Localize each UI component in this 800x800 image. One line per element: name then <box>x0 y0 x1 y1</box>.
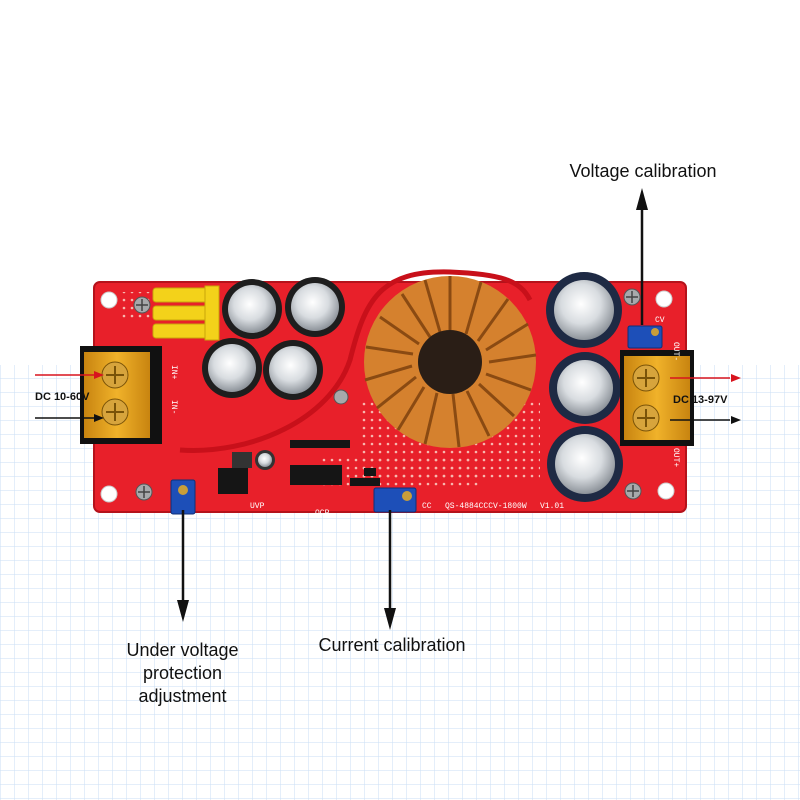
control-circuit <box>218 440 380 494</box>
silk-out-plus: OUT+ <box>671 448 680 467</box>
voltage-calibration-label: Voltage calibration <box>569 161 717 181</box>
current-calibration-label: Current calibration <box>318 635 466 655</box>
fuses <box>152 285 220 341</box>
output-capacitors <box>546 272 623 502</box>
output-terminal <box>620 350 694 446</box>
toroid-inductor <box>364 276 537 448</box>
silk-version: V1.01 <box>540 502 564 511</box>
under-voltage-line3: adjustment <box>138 686 227 706</box>
under-voltage-line2: protection <box>142 663 223 683</box>
input-voltage-label: DC 10-60V <box>35 391 90 403</box>
input-terminal <box>80 346 162 444</box>
silk-cv: CV <box>655 316 665 325</box>
silk-ocp: OCP <box>315 509 330 518</box>
under-voltage-label: Under voltage protection adjustment <box>100 639 265 708</box>
silk-in-plus: IN+ <box>169 365 178 380</box>
silk-out-minus: OUT- <box>671 342 680 361</box>
silk-model: QS-4884CCCV-1800W <box>445 502 527 511</box>
silk-uvp: UVP <box>250 502 265 511</box>
silk-cc: CC <box>422 502 432 511</box>
red-wire <box>179 269 533 453</box>
silk-in-minus: IN- <box>169 400 178 414</box>
output-voltage-label: DC 13-97V <box>673 394 728 406</box>
input-capacitors <box>202 277 345 400</box>
annotation-arrows <box>35 188 741 630</box>
under-voltage-line1: Under voltage <box>126 640 239 660</box>
